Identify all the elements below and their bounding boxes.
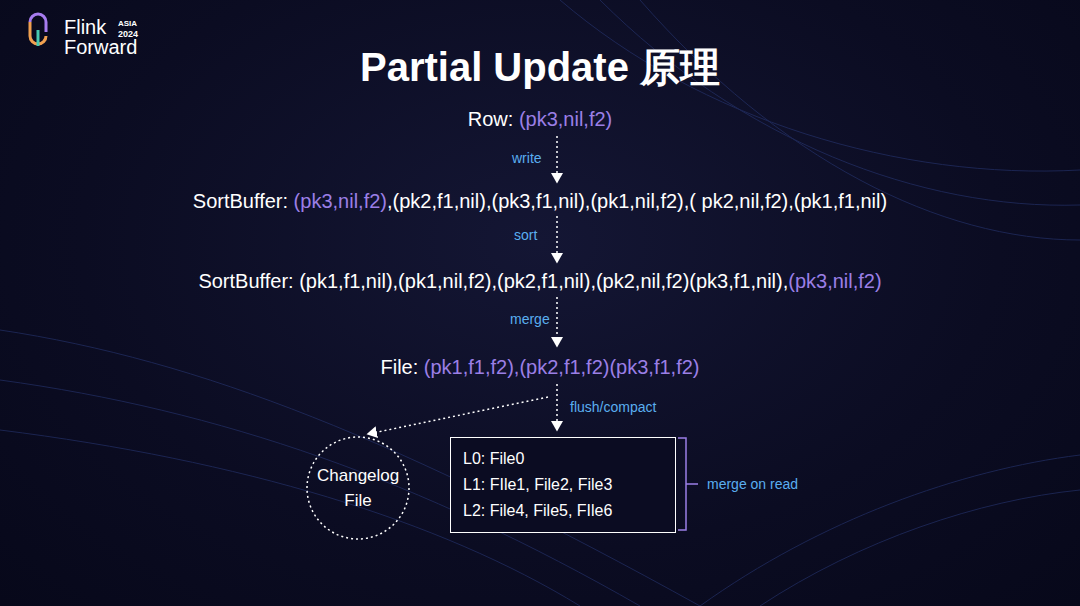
slide-title: Partial Update 原理: [0, 40, 1080, 95]
record-text: SortBuffer:: [198, 270, 293, 292]
label: merge: [510, 311, 550, 327]
record-text: (pk1,f1,nil),(pk1,nil,f2),(pk2,f1,nil),(…: [299, 270, 788, 292]
highlight-record: (pk1,f1,f2),(pk2,f1,f2)(pk3,f1,f2): [424, 356, 700, 378]
data-row: SortBuffer: (pk1,f1,nil),(pk1,nil,f2),(p…: [0, 270, 1080, 293]
label: merge on read: [707, 476, 798, 492]
bracket: [678, 438, 698, 530]
node-text: L0: File0: [463, 446, 663, 472]
highlight-record: (pk3,nil,f2): [519, 108, 612, 130]
label: 2024: [118, 29, 138, 39]
level-box: L0: File0L1: FIle1, File2, File3L2: File…: [450, 437, 676, 533]
logo-mark: [30, 14, 46, 46]
highlight-record: (pk3,nil,f2): [294, 190, 387, 212]
highlight-record: (pk3,nil,f2): [788, 270, 881, 292]
label: Flink: [64, 16, 106, 39]
data-row: File: (pk1,f1,f2),(pk2,f1,f2)(pk3,f1,f2): [0, 356, 1080, 379]
node-text: Changelog File: [317, 463, 399, 514]
label: sort: [514, 227, 537, 243]
label: flush/compact: [570, 399, 656, 415]
record-text: File:: [380, 356, 418, 378]
label: write: [512, 150, 542, 166]
data-row: Row: (pk3,nil,f2): [0, 108, 1080, 131]
record-text: Row:: [468, 108, 514, 130]
record-text: SortBuffer:: [193, 190, 288, 212]
record-text: ,(pk2,f1,nil),(pk3,f1,nil),(pk1,nil,f2),…: [387, 190, 887, 212]
node-text: L2: File4, File5, FIle6: [463, 498, 663, 524]
changelog-circle: Changelog File: [306, 436, 410, 540]
label: Forward: [64, 36, 137, 59]
node-text: L1: FIle1, File2, File3: [463, 472, 663, 498]
label: ASIA: [118, 19, 137, 28]
data-row: SortBuffer: (pk3,nil,f2),(pk2,f1,nil),(p…: [0, 190, 1080, 213]
